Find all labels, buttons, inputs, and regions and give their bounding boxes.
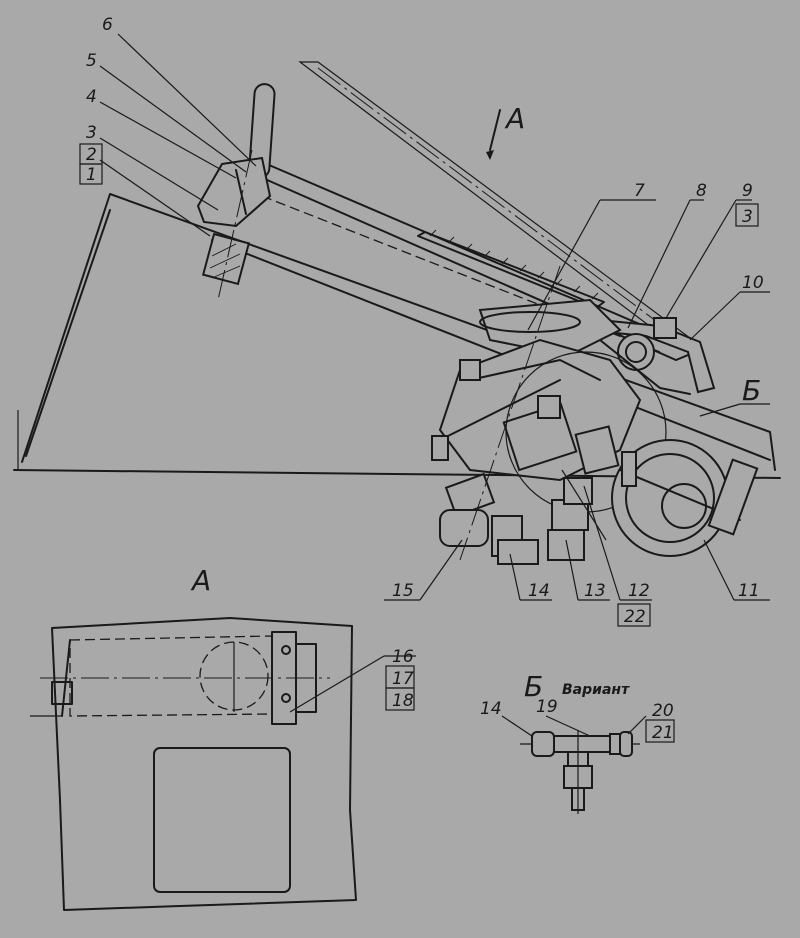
bolt-9 (653, 317, 677, 339)
callout-15: 15 (392, 581, 414, 601)
leader-b20 (627, 715, 647, 735)
pedal-lever (196, 83, 703, 362)
callout-12-box-value: 22 (624, 607, 646, 627)
lever-section-hatch (429, 229, 599, 300)
view-a-arrow-label: А (504, 102, 525, 135)
bracket-lower (599, 339, 691, 395)
callout-14: 14 (528, 581, 550, 601)
callout-6: 6 (102, 15, 113, 35)
callout-5: 5 (86, 51, 97, 71)
variant-label: Вариант (562, 682, 630, 698)
valve-housing-edge (469, 359, 601, 381)
lever-section (417, 231, 605, 309)
callout-12-box (617, 603, 651, 627)
reservoir-bracket (707, 458, 759, 536)
callout-11: 11 (738, 581, 760, 601)
view-b-variant (501, 715, 647, 814)
frame-outline (21, 193, 776, 471)
lower-fittings (439, 469, 607, 565)
hinge-nut (201, 232, 251, 286)
labels: 6 5 4 3 2 1 А 7 8 9 3 10 Б 11 12 22 13 1… (79, 15, 764, 743)
callout-9-box-value: 3 (742, 207, 753, 227)
callout-2: 2 (86, 145, 97, 165)
fitting-15 (439, 509, 489, 547)
fitting-13-nut (547, 529, 585, 561)
callout-7: 7 (634, 181, 645, 201)
view-a-arrowhead (486, 150, 494, 160)
valve-axis (459, 265, 561, 561)
view-a-arrow (489, 109, 501, 151)
view-b-tee-19 (553, 735, 611, 753)
view-a-tab (51, 681, 73, 705)
valve-side-port (574, 425, 620, 475)
callout-12: 12 (628, 581, 650, 601)
callout-4: 4 (86, 87, 97, 107)
valve-nut-lower (431, 435, 449, 461)
hinge-nut-hatch (209, 243, 241, 279)
main-assembly-view (13, 61, 781, 565)
leader-b14 (501, 715, 533, 737)
callout-10: 10 (742, 273, 764, 293)
callout-9: 9 (742, 181, 753, 201)
callout-1: 1 (86, 165, 97, 185)
view-a (40, 617, 357, 911)
view-b-arrow-label: Б (742, 374, 761, 407)
lever-hidden-line (261, 195, 661, 353)
callout-3: 3 (86, 123, 97, 143)
valve-flange (439, 379, 561, 441)
view-b-callout-14: 14 (480, 699, 502, 719)
reservoir-clamp (621, 451, 637, 487)
valve-cap-ring (479, 311, 581, 333)
callout-18: 18 (392, 691, 414, 711)
callout-17: 17 (392, 669, 414, 689)
callout-9-box (735, 203, 759, 227)
leader-b19 (545, 715, 591, 737)
view-a-panel (51, 617, 357, 911)
hinge-bracket (196, 156, 272, 228)
pin-8-inner (625, 341, 647, 363)
reservoir-ring (625, 453, 715, 543)
lid-axis (317, 67, 669, 331)
fitting-12 (563, 477, 593, 505)
view-a-screw-top (281, 645, 291, 655)
view-a-clamp-plate (295, 643, 317, 713)
fitting-14-nut (497, 539, 539, 565)
valve-nut-top (537, 395, 561, 419)
callout-16: 16 (392, 647, 414, 667)
view-b-title: Б (524, 670, 543, 703)
frame-inner-edge (25, 209, 111, 457)
pin-8 (617, 333, 655, 371)
callout-8: 8 (696, 181, 707, 201)
view-a-lever-outline (69, 635, 273, 717)
callout-18-box (385, 687, 415, 711)
hinge-axis (217, 149, 253, 301)
callout-1-box (79, 163, 103, 185)
fitting-12-line (561, 469, 607, 541)
valve-body (431, 298, 667, 513)
callout-13: 13 (584, 581, 606, 601)
view-b-nut-20 (619, 731, 633, 757)
view-b-washer (609, 733, 621, 755)
valve-nut-left (459, 359, 481, 381)
view-b-callout-20: 20 (652, 701, 674, 721)
view-b-callout-19: 19 (536, 697, 558, 717)
lower-frame-line (211, 239, 771, 461)
view-a-title: А (190, 564, 211, 597)
view-b-callout-21: 21 (652, 723, 674, 743)
leader-lines (30, 33, 770, 717)
hinge-detail (235, 169, 247, 215)
view-a-screw-bottom (281, 693, 291, 703)
view-b-callout-21-box (645, 719, 675, 743)
view-a-window (153, 747, 291, 893)
reservoir-11 (611, 439, 759, 557)
valve-piston-block (502, 402, 578, 472)
view-b-part-14 (531, 731, 555, 757)
